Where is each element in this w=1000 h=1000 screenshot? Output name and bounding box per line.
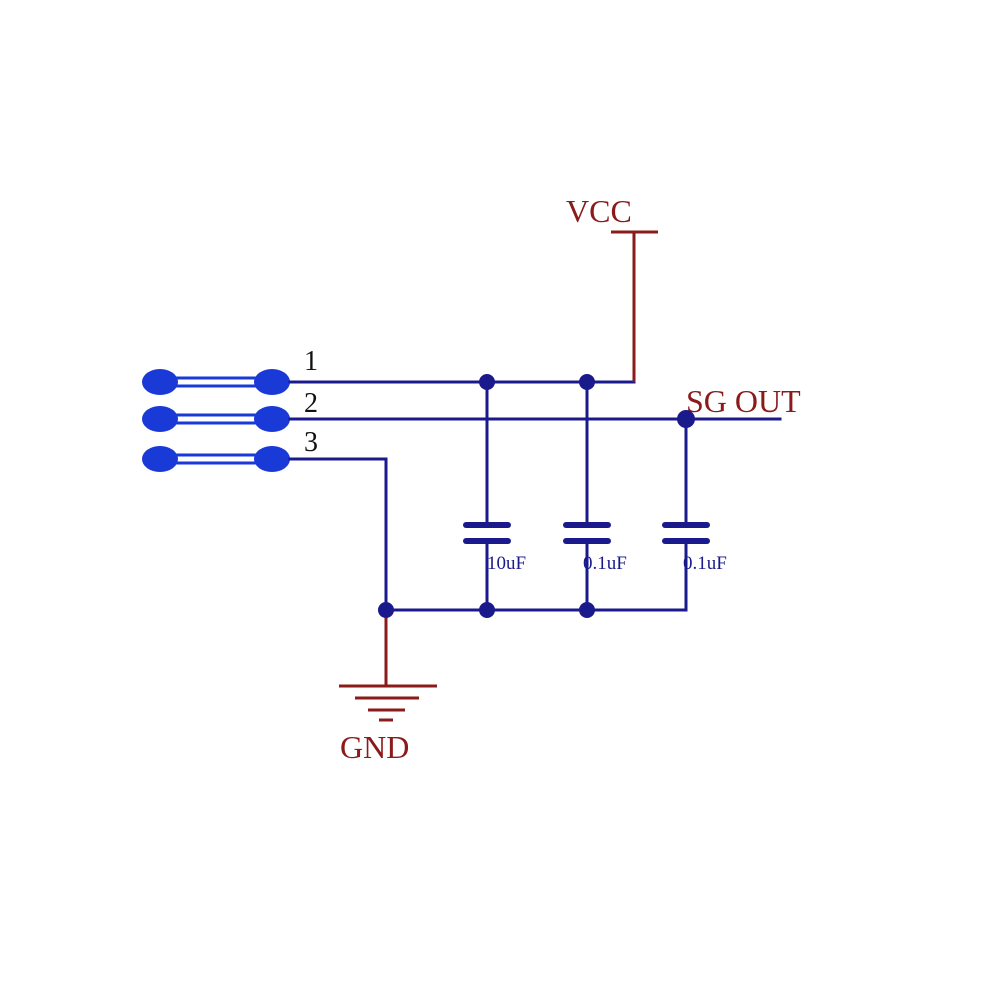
connector-pin-2 [142, 406, 290, 432]
pin-label-3: 3 [304, 427, 318, 458]
signal-out-net: SG OUT [288, 383, 801, 421]
vcc-label: VCC [566, 193, 632, 229]
junction-gnd-c2 [579, 602, 595, 618]
pad-2-right [254, 406, 290, 432]
gnd-label: GND [340, 729, 409, 765]
pad-3-left [142, 446, 178, 472]
pad-2-left [142, 406, 178, 432]
gnd-net: GND [288, 457, 688, 765]
capacitor-10uf: 10uF [463, 380, 526, 612]
vcc-net: VCC [288, 193, 658, 384]
pad-1-left [142, 369, 178, 395]
ground-symbol [339, 684, 437, 722]
connector-pin-3 [142, 446, 290, 472]
pin-label-2: 2 [304, 388, 318, 419]
cap-1-value: 10uF [487, 553, 526, 574]
junction-gnd-main [378, 602, 394, 618]
cap-3-value: 0.1uF [683, 553, 727, 574]
junction-out-c3 [677, 410, 695, 428]
junction-gnd-c1 [479, 602, 495, 618]
pad-3-right [254, 446, 290, 472]
capacitor-0-1uf-b: 0.1uF [662, 417, 727, 612]
capacitor-0-1uf-a: 0.1uF [563, 380, 627, 612]
junction-vcc-c2 [579, 374, 595, 390]
cap-2-value: 0.1uF [583, 553, 627, 574]
junction-vcc-c1 [479, 374, 495, 390]
connector-pin-1 [142, 369, 290, 395]
junctions [378, 374, 695, 618]
signal-out-label: SG OUT [686, 383, 801, 419]
connector-header [142, 369, 290, 472]
pin-label-1: 1 [304, 346, 318, 377]
pad-1-right [254, 369, 290, 395]
